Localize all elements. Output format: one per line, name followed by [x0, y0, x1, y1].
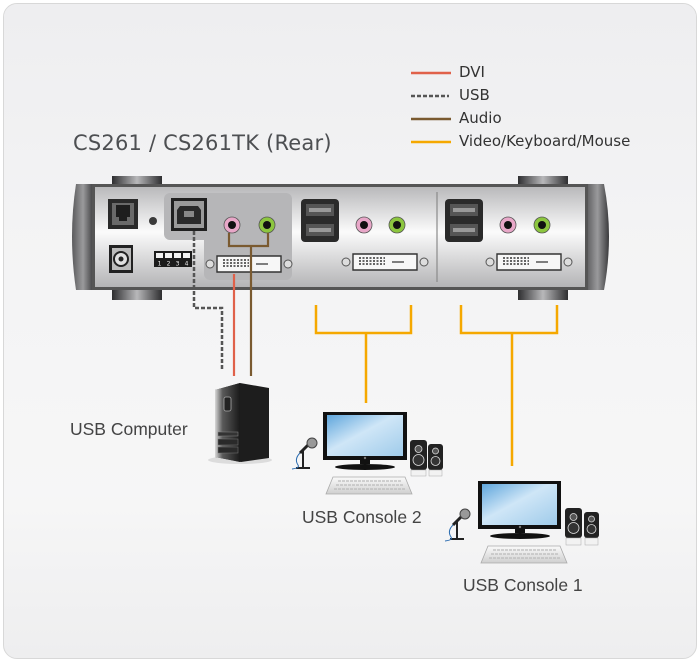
console1-keyboard-icon: [480, 545, 568, 564]
usb-console-1-label: USB Console 1: [463, 575, 583, 595]
console1-equipment: [444, 481, 599, 564]
audio-cable: [227, 233, 270, 376]
console2-equipment: [291, 412, 443, 495]
console2-speaker-jack: [388, 216, 406, 234]
foot-top-left: [112, 176, 162, 186]
usb-console-2-label: USB Console 2: [302, 507, 422, 527]
diagram-title: CS261 / CS261TK (Rear): [73, 131, 332, 155]
console2-monitor-icon: [323, 412, 407, 470]
console1-microphone-icon: [444, 508, 471, 542]
usb-cable: [192, 231, 224, 370]
console1-speaker-jack: [533, 216, 551, 234]
legend: [411, 71, 451, 144]
console1-dvi-port: [485, 253, 573, 271]
diagram-frame: [3, 3, 697, 659]
console2-microphone-icon: [291, 437, 318, 470]
power-jack: [109, 245, 133, 273]
console2-usb-ports: [301, 199, 339, 242]
console2-mic-jack: [355, 216, 373, 234]
rj11-port: [108, 199, 138, 229]
dip-label-1: 1: [158, 261, 162, 268]
dip-switch: 1 2 3 4: [154, 251, 192, 268]
kvm-switch-rear: 1 2 3 4: [72, 176, 609, 300]
status-led: [149, 217, 157, 225]
computer-mic-jack: [223, 216, 241, 234]
console1-speakers-icon: [565, 508, 599, 546]
end-cap-right: [586, 184, 609, 290]
usb-computer-label: USB Computer: [70, 419, 188, 439]
dip-label-3: 3: [176, 261, 180, 268]
legend-usb-label: USB: [459, 86, 490, 104]
console2-keyboard-icon: [325, 476, 413, 495]
foot-bottom-right: [518, 290, 568, 300]
usb-b-port: [171, 198, 207, 231]
dip-label-2: 2: [167, 261, 171, 268]
console1-vkm-cable: [459, 305, 559, 466]
console1-monitor-icon: [478, 481, 561, 539]
foot-bottom-left: [112, 290, 162, 300]
console2-speakers-icon: [410, 440, 443, 477]
console1-mic-jack: [499, 216, 517, 234]
cables: [192, 231, 559, 466]
console1-usb-ports: [445, 199, 483, 242]
computer-dvi-port: [205, 255, 293, 273]
legend-vkm-label: Video/Keyboard/Mouse: [459, 132, 631, 150]
computer-tower-icon: [208, 383, 272, 464]
end-cap-left: [72, 184, 94, 290]
computer-speaker-jack: [258, 216, 276, 234]
legend-audio-label: Audio: [459, 109, 502, 127]
console2-vkm-cable: [314, 305, 413, 403]
legend-dvi-label: DVI: [459, 63, 485, 81]
console2-dvi-port: [341, 253, 429, 271]
dip-label-4: 4: [185, 261, 189, 268]
foot-top-right: [518, 176, 568, 186]
